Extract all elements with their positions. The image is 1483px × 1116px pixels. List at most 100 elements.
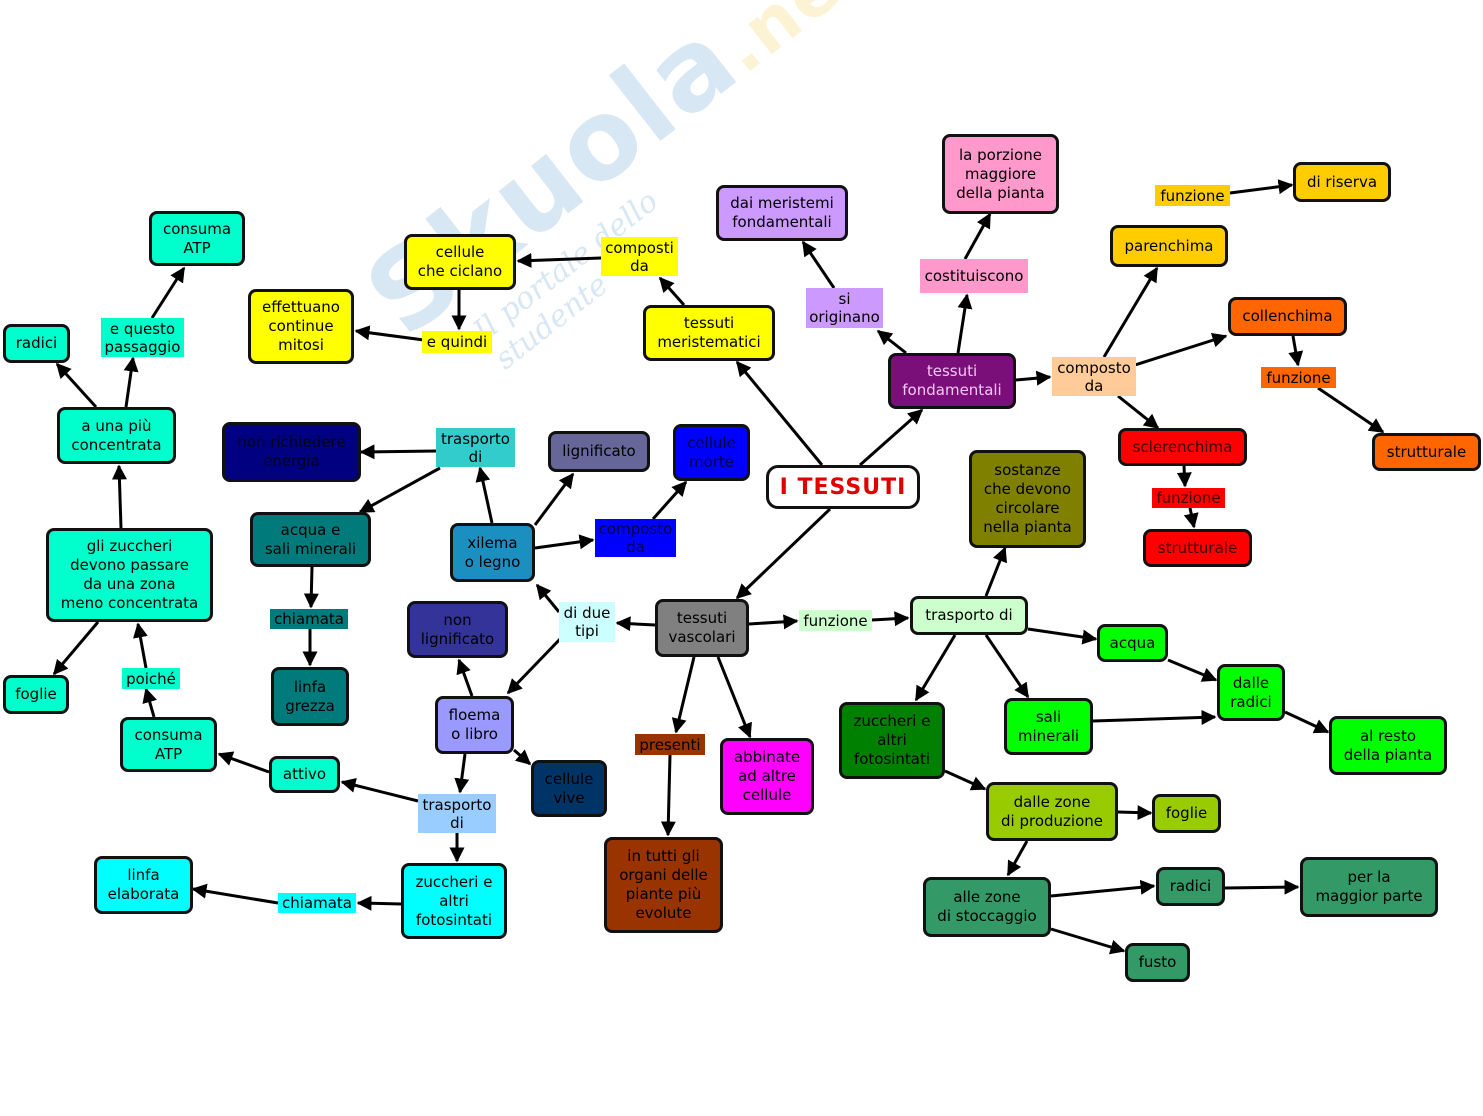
arrow-connector [1176,465,1192,488]
arrow-connector [303,566,319,609]
node-gli-zuccheri: gli zuccheri devono passare da una zona … [46,528,213,622]
arrow-connector [956,293,973,354]
node-radici-left: radici [3,324,70,363]
node-floema: floema o libro [435,696,514,754]
node-di-riserva: di riserva [1293,162,1391,202]
link-poiche: poiché [122,668,180,689]
arrow-connector [55,362,98,409]
link-trasporto-di-xilema: trasporto di [436,428,515,467]
node-alle-zone-stoccaggio: alle zone di stoccaggio [923,877,1051,937]
arrow-connector [1317,386,1385,434]
arrow-connector [1117,805,1153,821]
arrow-connector [876,329,907,355]
arrow-connector [1006,840,1029,877]
node-non-richiedere-energia: non richiedere energia [222,422,361,482]
arrow-connector [671,656,696,734]
arrow-connector [615,616,656,632]
node-trasporto-di-vascolari: trasporto di [910,596,1028,635]
node-sali-minerali-right: sali minerali [1004,698,1093,755]
arrow-connector [1102,266,1159,358]
node-sostanze: sostanze che devono circolare nella pian… [969,450,1086,548]
arrow-connector [454,753,470,794]
link-di-due-tipi: di due tipi [559,602,615,642]
node-dalle-radici: dalle radici [1217,664,1285,721]
arrow-connector [735,360,824,466]
link-trasporto-di-floema: trasporto di [418,794,496,833]
node-dai-meristemi: dai meristemi fondamentali [716,185,848,241]
arrow-connector [123,356,139,408]
arrow-connector [533,472,575,526]
arrow-connector [716,656,752,739]
node-strutturale-collenchima: strutturale [1372,433,1481,471]
arrow-connector [1027,627,1098,645]
arrow-connector [52,621,100,676]
node-dalle-zone-produzione: dalle zone di produzione [986,782,1118,841]
arrow-connector [191,883,279,905]
node-abbinate: abbinate ad altre cellule [720,738,814,815]
link-si-originano: si originano [806,288,883,328]
arrow-connector [354,325,425,342]
link-costituiscono: costituiscono [920,259,1028,293]
arrow-connector [150,266,186,319]
node-effettuano-mitosi: effettuano continue mitosi [248,289,354,364]
arrow-connector [1015,370,1052,386]
link-funzione-parenchima: funzione [1155,185,1230,206]
arrow-connector [516,253,602,269]
arrow-connector [506,634,565,695]
arrow-connector [651,480,688,520]
arrow-connector [513,748,532,766]
arrow-connector [535,583,561,613]
link-chiamata-elaborata: chiamata [278,893,356,913]
link-funzione-vascolari: funzione [799,610,872,631]
arrow-connector [1224,879,1300,895]
node-lignificato: lignificato [548,431,650,472]
node-cellule-vive: cellule vive [531,760,607,817]
link-e-questo-passaggio: e questo passaggio [101,318,184,357]
arrow-connector [217,751,270,774]
node-collenchima: collenchima [1228,297,1347,336]
link-presenti: presenti [635,734,705,755]
node-tessuti-fondamentali: tessuti fondamentali [888,353,1016,409]
node-al-resto: al resto della pianta [1329,716,1447,775]
arrow-connector [1229,179,1294,195]
node-sclerenchima: sclerenchima [1118,428,1247,466]
arrow-connector [142,687,157,718]
link-composto-da-fond: composto da [1052,357,1136,396]
arrow-connector [658,276,686,306]
arrow-connector [914,634,957,702]
node-zuccheri-right: zuccheri e altri fotosintati [839,702,945,779]
arrow-connector [1183,507,1199,529]
title-i-tessuti: I TESSUTI [766,465,920,509]
arrow-connector [1167,658,1218,682]
arrow-connector [475,466,494,524]
arrow-connector [456,658,474,697]
arrow-connector [358,466,441,514]
node-acqua-right: acqua [1097,624,1168,662]
node-foglie-left: foglie [3,675,69,714]
node-cellule-ciclano: cellule che ciclano [404,234,516,290]
node-tessuti-vascolari: tessuti vascolari [655,599,749,657]
node-fusto: fusto [1125,943,1190,982]
link-chiamata-grezza: chiamata [270,609,348,629]
arrow-connector [748,614,799,630]
node-radici-right: radici [1156,867,1225,906]
arrow-connector [1050,927,1126,955]
arrow-connector [660,754,676,837]
node-tessuti-meristematici: tessuti meristematici [643,305,775,361]
arrow-connector [111,464,127,529]
node-porzione-maggiore: la porzione maggiore della pianta [942,134,1059,214]
arrow-connector [984,634,1030,699]
node-consuma-atp-top: consuma ATP [149,211,245,266]
node-non-lignificato: non lignificato [407,601,508,658]
arrow-connector [359,444,437,460]
node-linfa-grezza: linfa grezza [271,667,349,726]
link-composto-da-xilema: composto da [595,519,676,557]
node-attivo: attivo [269,756,340,793]
arrow-connector [859,408,924,467]
node-cellule-morte: cellule morte [673,424,750,481]
arrow-connector [1092,709,1217,725]
arrow-connector [1288,335,1304,367]
arrow-connector [801,240,836,289]
node-xilema: xilema o legno [450,523,535,582]
node-zuccheri-floema: zuccheri e altri fotosintati [401,863,507,939]
